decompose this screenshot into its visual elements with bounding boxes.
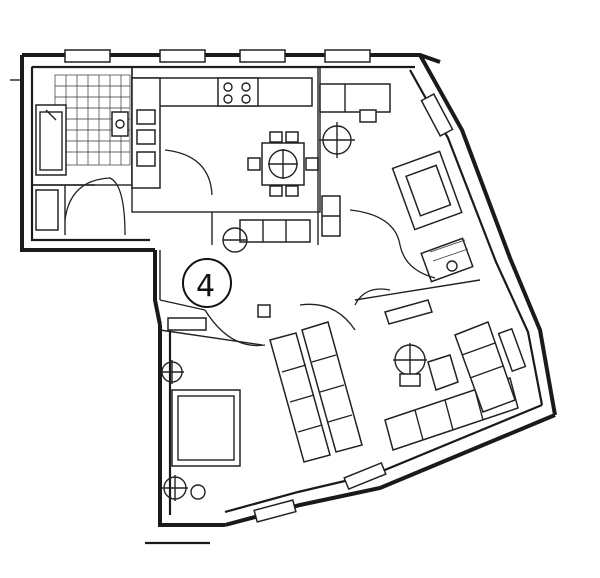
double-bed-icon [171, 389, 241, 467]
stove-icon [217, 77, 259, 107]
bed-icon [391, 150, 463, 231]
sofa-icon [384, 321, 519, 451]
bathroom [31, 66, 133, 235]
desk-chair-icon [319, 122, 355, 158]
lamp-icon [160, 360, 206, 501]
kitchen [131, 66, 321, 213]
living-room [257, 299, 519, 463]
bookshelf-icon [269, 321, 363, 463]
doors [64, 149, 436, 347]
windows [10, 49, 527, 523]
hallway [159, 212, 481, 311]
bathroom-tiles [54, 74, 131, 166]
bedroom [159, 317, 263, 501]
unit-number: 4 [196, 269, 215, 304]
sink-icon [111, 111, 129, 137]
wc-icon [35, 189, 59, 231]
outer-walls [20, 53, 557, 527]
small-wc [420, 237, 474, 283]
unit-marker: 4 [182, 227, 248, 308]
coffee-table-icon [393, 343, 459, 391]
dining-table-icon [247, 131, 319, 197]
study-room [317, 67, 463, 245]
bathtub-icon [35, 104, 67, 176]
